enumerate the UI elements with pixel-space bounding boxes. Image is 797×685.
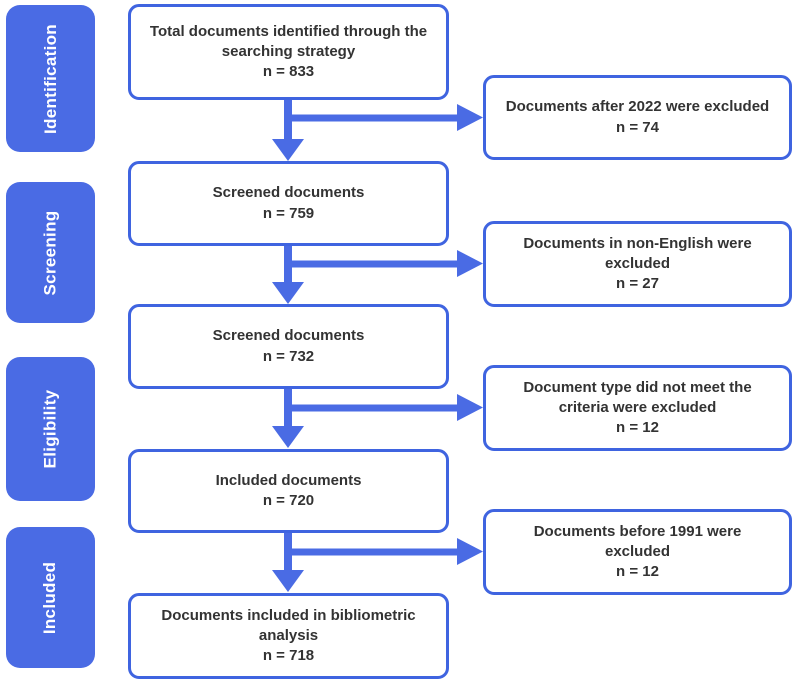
exclusion-box-count: n = 12 xyxy=(616,419,659,437)
stage-label: Eligibility xyxy=(40,389,60,469)
exclusion-box-count: n = 12 xyxy=(616,563,659,581)
flow-box-text: Documents included in bibliometric analy… xyxy=(161,606,416,644)
exclusion-box-before-1991: Documents before 1991 were excluded n = … xyxy=(483,509,792,595)
arrow-down-icon xyxy=(272,389,304,448)
flow-box-count: n = 720 xyxy=(262,492,315,509)
stage-label: Included xyxy=(40,561,60,634)
arrow-right-icon xyxy=(288,394,483,421)
flow-box-count: n = 718 xyxy=(262,647,315,665)
flow-box-text: Screened documents xyxy=(212,327,365,345)
flow-box-identified: Total documents identified through the s… xyxy=(128,4,449,100)
arrow-down-icon xyxy=(272,246,304,304)
arrow-right-icon xyxy=(288,250,483,277)
stage-included: Included xyxy=(6,527,95,668)
arrow-right-icon xyxy=(288,538,483,565)
flow-box-included-720: Included documents n = 720 xyxy=(128,449,449,533)
flow-box-count: n = 759 xyxy=(262,204,315,222)
exclusion-box-document-type: Document type did not meet the criteria … xyxy=(483,365,792,451)
exclusion-box-count: n = 74 xyxy=(616,118,659,136)
stage-label: Identification xyxy=(40,23,60,134)
exclusion-box-non-english: Documents in non-English were excluded n… xyxy=(483,221,792,307)
stage-identification: Identification xyxy=(6,5,95,152)
flow-box-text: Screened documents xyxy=(212,184,365,202)
stage-label: Screening xyxy=(40,210,60,295)
exclusion-box-count: n = 27 xyxy=(616,275,659,293)
flow-box-text: Included documents xyxy=(215,471,362,489)
arrow-down-icon xyxy=(272,100,304,161)
flow-box-screened-759: Screened documents n = 759 xyxy=(128,161,449,246)
arrow-down-icon xyxy=(272,533,304,592)
stage-eligibility: Eligibility xyxy=(6,357,95,501)
exclusion-box-text: Documents before 1991 were excluded xyxy=(533,522,742,560)
arrow-right-icon xyxy=(288,104,483,131)
flow-box-bibliometric: Documents included in bibliometric analy… xyxy=(128,593,449,679)
flow-box-screened-732: Screened documents n = 732 xyxy=(128,304,449,389)
flow-box-count: n = 732 xyxy=(262,347,315,365)
stage-screening: Screening xyxy=(6,182,95,323)
exclusion-box-after-2022: Documents after 2022 were excluded n = 7… xyxy=(483,75,792,160)
flow-box-text: Total documents identified through the s… xyxy=(149,22,428,60)
exclusion-box-text: Document type did not meet the criteria … xyxy=(523,378,752,416)
exclusion-box-text: Documents after 2022 were excluded xyxy=(505,98,770,116)
flow-box-count: n = 833 xyxy=(262,63,315,81)
exclusion-box-text: Documents in non-English were excluded xyxy=(523,234,752,272)
